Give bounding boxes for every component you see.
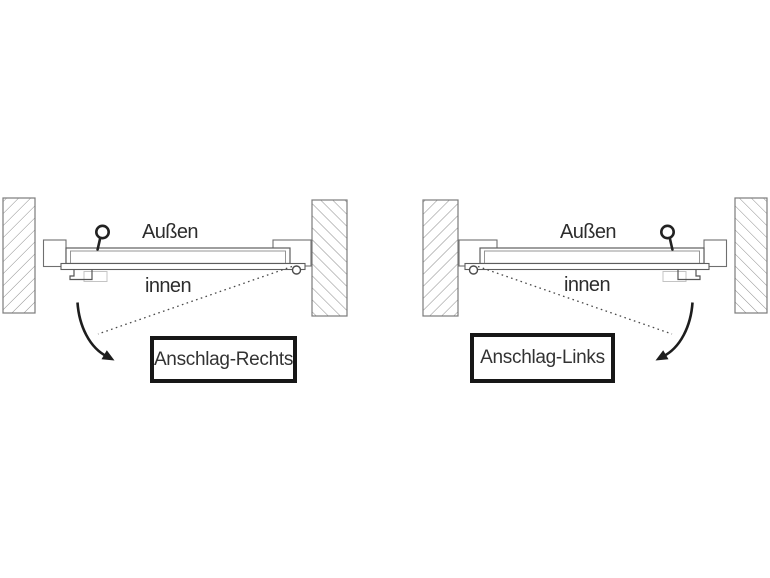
anschlag-links-box: Anschlag-Links — [470, 333, 615, 383]
outside-label-left-diagram: Außen — [142, 221, 199, 243]
anschlag-rechts-box: Anschlag-Rechts — [150, 336, 297, 383]
inside-label-left-diagram: innen — [145, 275, 192, 297]
outside-label-right-diagram: Außen — [560, 221, 617, 243]
inside-label-right-diagram: innen — [564, 274, 611, 296]
anschlag-links-label: Anschlag-Links — [480, 347, 605, 368]
anschlag-rechts-label: Anschlag-Rechts — [153, 348, 294, 370]
